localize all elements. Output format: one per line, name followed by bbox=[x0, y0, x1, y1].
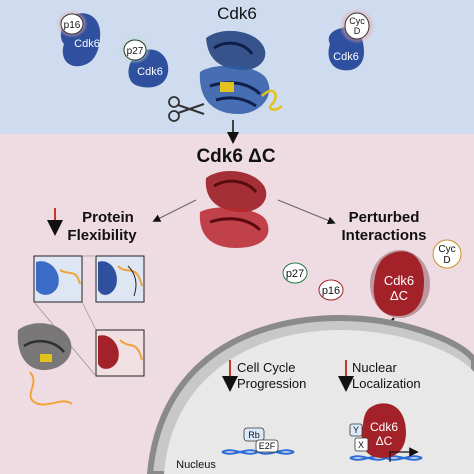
cdk6-label-1: Cdk6 bbox=[74, 38, 100, 50]
cycd-label-2a: Cyc bbox=[438, 244, 455, 255]
arrow-right-branch bbox=[277, 199, 336, 225]
protein-flexibility-line2: Flexibility bbox=[67, 227, 137, 244]
p27-label-1: p27 bbox=[127, 46, 144, 57]
scissors-icon bbox=[168, 96, 205, 122]
cdk6-label-3: Cdk6 bbox=[333, 51, 359, 63]
protein-flexibility-line1: Protein bbox=[82, 209, 134, 226]
transcription-arrow bbox=[389, 447, 419, 462]
flexibility-panels bbox=[17, 255, 145, 406]
perturbed-line2: Interactions bbox=[341, 227, 426, 244]
mutant-nucleus-label2: ΔC bbox=[376, 434, 393, 448]
cycd-label-2b: D bbox=[443, 255, 450, 266]
rb-e2f-complex: Rb E2F bbox=[221, 427, 295, 455]
rb-label: Rb bbox=[248, 430, 260, 440]
mutant-structure bbox=[199, 171, 269, 248]
p16-bubble-1 bbox=[60, 13, 84, 35]
x-label: X bbox=[358, 440, 364, 450]
complex-p16-cdk6: p16 Cdk6 bbox=[56, 10, 101, 67]
rb-box bbox=[243, 427, 265, 442]
cdk6-label-2: Cdk6 bbox=[137, 66, 163, 78]
nuclear-localization-note: Nuclear Localization bbox=[338, 360, 421, 392]
e2f-label: E2F bbox=[259, 441, 276, 451]
x-box bbox=[354, 437, 369, 452]
nuclear-line2: Localization bbox=[352, 376, 421, 391]
mutant-on-dna: Cdk6 ΔC Y X bbox=[349, 403, 423, 462]
cdk6-structure bbox=[199, 30, 283, 114]
protein-flexibility-heading: Protein Flexibility bbox=[47, 208, 137, 244]
p16-label-2: p16 bbox=[322, 285, 340, 297]
cell-cycle-line1: Cell Cycle bbox=[237, 360, 296, 375]
cycd-bubble-2 bbox=[432, 239, 462, 269]
p27-label-2: p27 bbox=[286, 268, 304, 280]
perturbed-line1: Perturbed bbox=[349, 209, 420, 226]
mutant-blob-label2: ΔC bbox=[390, 288, 408, 303]
p16-bubble-2 bbox=[318, 279, 344, 301]
mutant-blob-nucleus bbox=[361, 403, 406, 458]
y-box bbox=[349, 423, 363, 437]
cell-cycle-line2: Progression bbox=[237, 376, 306, 391]
mutant-nucleus-label1: Cdk6 bbox=[370, 420, 398, 434]
cycd-bubble-1 bbox=[344, 12, 370, 40]
complex-p27-cdk6: p27 Cdk6 bbox=[119, 36, 169, 88]
arrow-left-branch bbox=[152, 199, 197, 222]
nuclear-line1: Nuclear bbox=[352, 360, 397, 375]
p27-bubble-1 bbox=[123, 39, 147, 61]
perturbed-interactions-heading: Perturbed Interactions bbox=[341, 209, 426, 244]
cycd-label-1b: D bbox=[354, 26, 361, 36]
y-label: Y bbox=[353, 425, 359, 435]
cell-cycle-note: Cell Cycle Progression bbox=[222, 360, 306, 392]
nucleus-label: Nucleus bbox=[176, 459, 216, 471]
mutant-blob bbox=[373, 251, 424, 316]
mutant-title: Cdk6 ΔC bbox=[196, 146, 275, 167]
cycd-label-1a: Cyc bbox=[349, 16, 365, 26]
mutant-blob-label1: Cdk6 bbox=[384, 273, 414, 288]
p16-label-1: p16 bbox=[64, 20, 81, 31]
e2f-box bbox=[255, 439, 279, 453]
p27-bubble-2 bbox=[282, 262, 308, 284]
top-title: Cdk6 bbox=[217, 4, 257, 23]
complex-cycd-cdk6: Cyc D Cdk6 bbox=[328, 8, 375, 71]
